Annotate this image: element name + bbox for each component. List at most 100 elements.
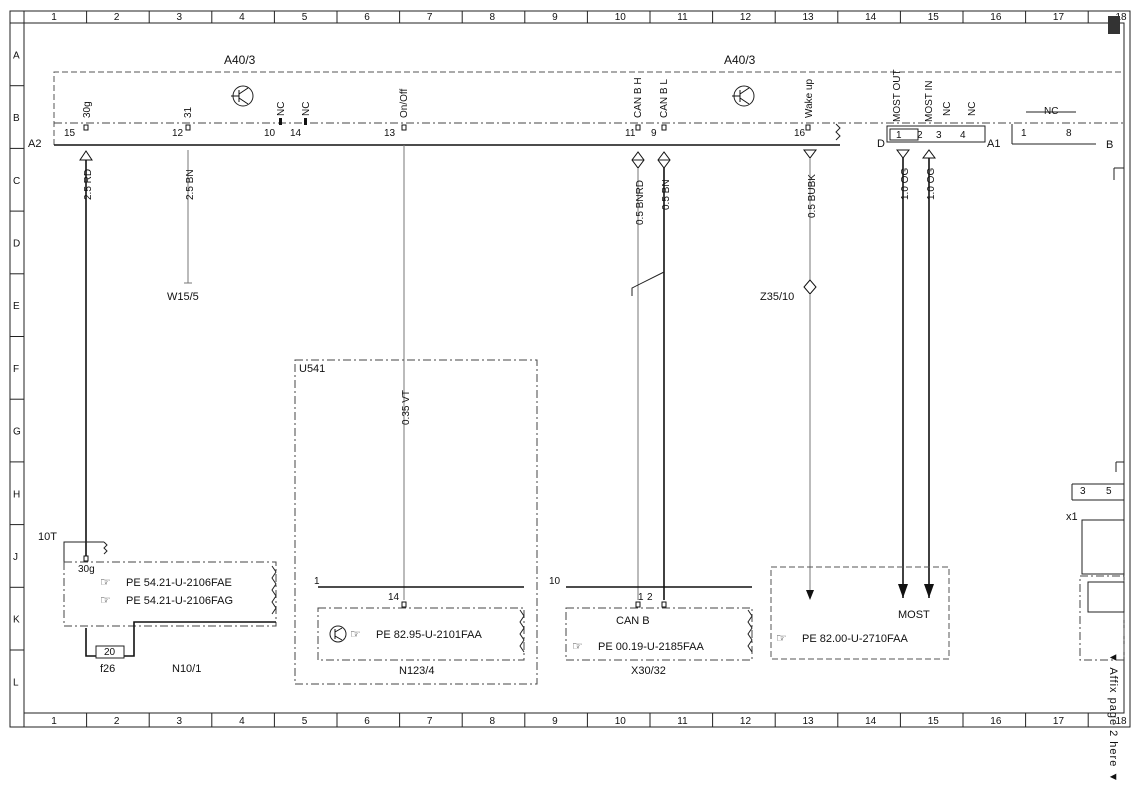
pin-nc-label: NC	[967, 102, 978, 116]
column-number: 4	[239, 716, 245, 727]
n123-4-box	[317, 607, 525, 661]
pin-14: 14	[290, 128, 302, 139]
inner-frame	[23, 22, 1125, 714]
ref-icon: ☞	[350, 627, 361, 641]
pin-marker	[279, 118, 282, 125]
connector-b-label: B	[1106, 139, 1113, 151]
connector-d-block	[886, 125, 986, 143]
column-number: 6	[364, 12, 370, 23]
column-number: 18	[1116, 716, 1128, 727]
ref-pe-82-95: PE 82.95-U-2101FAA	[376, 629, 482, 641]
pin-d2: 2	[917, 130, 923, 141]
row-letter: E	[13, 301, 20, 312]
pin-13: 13	[384, 128, 396, 139]
column-number: 12	[740, 716, 752, 727]
pin-11: 11	[625, 128, 636, 139]
wire-label-vt: 0.35 VT	[401, 390, 412, 425]
column-number: 15	[928, 12, 940, 23]
component-u541: U541	[299, 363, 325, 375]
pin-marker	[83, 124, 89, 131]
component-w15-5: W15/5	[167, 291, 199, 303]
a2-label: A2	[28, 138, 41, 150]
affix-note: ▼ Affix page 2 here ▼	[1107, 652, 1119, 783]
pin-d3: 3	[936, 130, 942, 141]
row-letter: H	[13, 489, 20, 500]
break-symbol	[835, 123, 841, 141]
wire-end-arrow	[79, 150, 93, 161]
most-label: MOST	[898, 609, 930, 621]
partial-component-box	[1081, 519, 1125, 575]
column-number: 7	[427, 716, 433, 727]
right-connector-bracket	[1011, 124, 1096, 145]
n10-1-box	[63, 561, 277, 627]
pin-n123-14: 14	[388, 592, 400, 603]
ref-icon: ☞	[100, 593, 111, 607]
pin-10: 10	[264, 128, 276, 139]
a40-box-outline	[53, 71, 1124, 145]
column-number: 3	[177, 716, 183, 727]
column-number: 10	[615, 12, 627, 23]
pin-most-in-label: MOST IN	[924, 81, 935, 122]
can-b-label: CAN B	[616, 615, 650, 627]
pin-nc-range-label: NC	[1044, 106, 1058, 117]
corner-logo	[1108, 16, 1120, 34]
twisted-pair-mark	[631, 271, 665, 296]
pin-marker	[805, 124, 811, 131]
pin-onoff-label: On/Off	[399, 89, 410, 118]
wire-label-bnrd: 0.5 BNRD	[635, 180, 646, 225]
wire-label-bn: 2.5 BN	[185, 169, 196, 200]
row-letter: B	[13, 113, 20, 124]
column-number: 9	[552, 716, 558, 727]
pin-marker	[185, 124, 191, 131]
column-number: 8	[490, 12, 496, 23]
pin-9: 9	[651, 128, 657, 139]
pin-x1-5: 5	[1106, 486, 1112, 497]
column-number: 5	[302, 716, 308, 727]
pin-nc-label: NC	[301, 102, 312, 116]
column-number: 16	[990, 12, 1002, 23]
component-f26: f26	[100, 663, 115, 675]
ref-icon: ☞	[100, 575, 111, 589]
pin-12: 12	[172, 128, 184, 139]
pin-marker	[304, 118, 307, 125]
column-number: 2	[114, 716, 120, 727]
column-number: 13	[803, 12, 815, 23]
x30-32-box	[565, 607, 753, 661]
component-n123-4: N123/4	[399, 665, 434, 677]
transistor-icon	[732, 85, 755, 107]
wire-label-og1: 1.0 OG	[900, 168, 911, 200]
wire-label-rd: 2.5 RD	[83, 169, 94, 200]
pin-x30-1: 1	[638, 592, 644, 603]
column-number: 1	[51, 716, 57, 727]
wire-label-og2: 1.0 OG	[926, 168, 937, 200]
column-number: 17	[1053, 12, 1065, 23]
column-number: 2	[114, 12, 120, 23]
connector-a1-label: A1	[987, 138, 1000, 150]
column-number: 16	[990, 716, 1002, 727]
a40-label-left: A40/3	[224, 53, 256, 67]
ref-icon: ☞	[572, 639, 583, 653]
column-number: 7	[427, 12, 433, 23]
pin-r8: 8	[1066, 128, 1072, 139]
column-number: 17	[1053, 716, 1065, 727]
pin-marker	[635, 124, 641, 131]
row-letter: F	[13, 364, 19, 375]
pin-wakeup-label: Wake up	[804, 78, 815, 118]
most-out-arrow	[896, 149, 910, 159]
a40-label-right: A40/3	[724, 53, 756, 67]
pin-x30-10: 10	[549, 576, 561, 587]
column-number: 3	[177, 12, 183, 23]
ref-pe-82-00: PE 82.00-U-2710FAA	[802, 633, 908, 645]
row-letter: D	[13, 238, 20, 249]
row-letter: G	[13, 427, 21, 438]
connector-d-label: D	[877, 138, 885, 150]
column-number: 5	[302, 12, 308, 23]
pin-r1: 1	[1021, 128, 1027, 139]
pin-nc-label: NC	[942, 102, 953, 116]
column-number: 18	[1116, 12, 1128, 23]
pin-d4: 4	[960, 130, 966, 141]
transistor-icon	[329, 625, 347, 643]
wire-label-bubk: 0.5 BUBK	[807, 174, 818, 218]
